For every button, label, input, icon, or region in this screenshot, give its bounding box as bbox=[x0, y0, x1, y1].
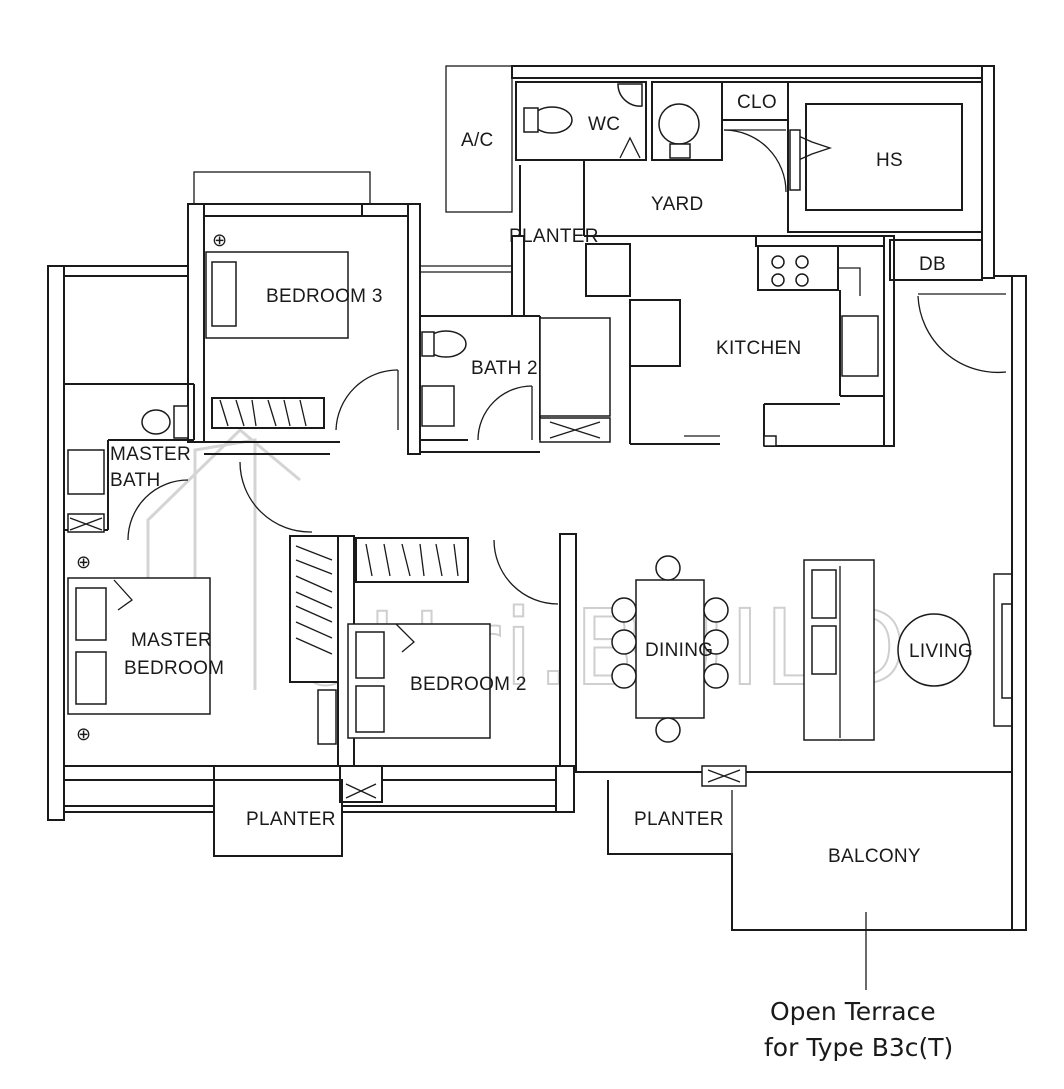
label-clo: CLO bbox=[737, 92, 777, 113]
label-master-bath-1: MASTER bbox=[110, 444, 191, 465]
sink-icon bbox=[421, 385, 455, 427]
bottom-exterior bbox=[63, 765, 1012, 931]
watermark: attri.BUILD bbox=[146, 427, 907, 710]
dining-table bbox=[635, 579, 705, 719]
label-dining: DINING bbox=[645, 640, 713, 661]
label-bedroom-3: BEDROOM 3 bbox=[266, 286, 383, 307]
label-hs: HS bbox=[876, 150, 903, 171]
kitchen bbox=[511, 235, 983, 447]
living-area bbox=[803, 275, 1027, 931]
bath-2 bbox=[420, 315, 611, 443]
label-db: DB bbox=[919, 254, 946, 275]
note-line-1: Open Terrace bbox=[770, 997, 936, 1026]
label-bath-2: BATH 2 bbox=[471, 358, 538, 379]
shower-icon bbox=[617, 83, 643, 107]
label-living: LIVING bbox=[909, 641, 973, 662]
watermark-letter-shape bbox=[193, 438, 257, 690]
label-ac: A/C bbox=[461, 130, 494, 151]
coffee-table bbox=[897, 613, 971, 687]
label-bedroom-2: BEDROOM 2 bbox=[410, 674, 527, 695]
sink-icon bbox=[67, 449, 105, 495]
bedroom-3: ⊕ bbox=[187, 171, 512, 455]
power-point-icon: ⊕ bbox=[212, 230, 227, 251]
label-master-bath-2: BATH bbox=[110, 470, 160, 491]
corridor-walls bbox=[204, 441, 540, 533]
dining-area bbox=[611, 555, 729, 743]
toilet-icon bbox=[141, 409, 171, 435]
label-kitchen: KITCHEN bbox=[716, 338, 802, 359]
power-point-icon: ⊕ bbox=[76, 724, 91, 745]
stove-burner-icon bbox=[771, 255, 785, 269]
master-suite: ⊕ ⊕ bbox=[47, 265, 211, 821]
service-block bbox=[445, 65, 995, 300]
bedroom-2 bbox=[289, 533, 577, 773]
label-master-bedroom-2: BEDROOM bbox=[124, 658, 224, 679]
power-point-icon: ⊕ bbox=[76, 552, 91, 573]
label-planter-yard: PLANTER bbox=[509, 226, 599, 247]
room-labels: A/C WC CLO HS YARD PLANTER BEDROOM 3 DB … bbox=[110, 92, 973, 1062]
washing-machine-icon bbox=[658, 103, 700, 145]
label-wc: WC bbox=[588, 114, 620, 135]
label-balcony: BALCONY bbox=[828, 846, 921, 867]
label-planter-right: PLANTER bbox=[634, 809, 724, 830]
note-line-2: for Type B3c(T) bbox=[764, 1033, 953, 1062]
label-yard: YARD bbox=[651, 194, 704, 215]
label-planter-left: PLANTER bbox=[246, 809, 336, 830]
label-master-bedroom-1: MASTER bbox=[131, 630, 212, 651]
kitchen-sink-icon bbox=[841, 315, 879, 377]
